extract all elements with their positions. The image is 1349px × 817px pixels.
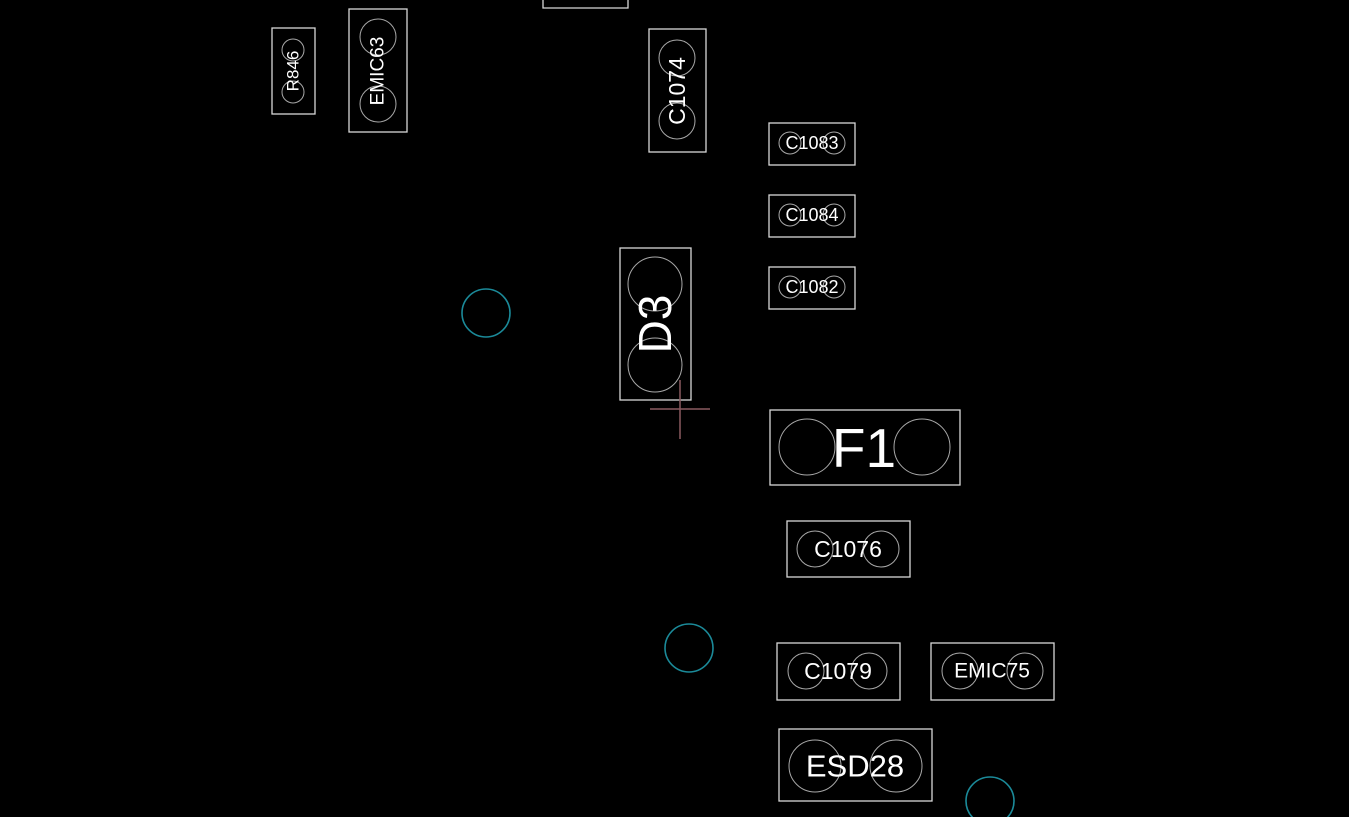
component-c1082[interactable]: C1082 (768, 266, 856, 310)
ref-r846: R846 (284, 51, 303, 92)
ref-f1: F1 (832, 417, 896, 479)
component-c1083[interactable]: C1083 (768, 122, 856, 166)
ref-c1084: C1084 (785, 205, 838, 225)
crosshair-cursor-icon (650, 380, 710, 439)
component-d3[interactable]: D3 (619, 247, 692, 401)
ref-c1074: C1074 (664, 57, 690, 125)
component-partial-top[interactable] (542, 0, 629, 9)
component-emic75[interactable]: EMIC75 (930, 642, 1055, 701)
ref-c1076: C1076 (814, 536, 882, 562)
component-c1084[interactable]: C1084 (768, 194, 856, 238)
component-emic63[interactable]: EMIC63 (348, 8, 408, 133)
ref-emic75: EMIC75 (954, 660, 1030, 683)
via-3[interactable] (965, 776, 1015, 817)
ref-esd28: ESD28 (806, 749, 904, 784)
via-2[interactable] (664, 623, 714, 673)
ref-c1083: C1083 (785, 133, 838, 153)
component-r846[interactable]: R846 (271, 27, 316, 115)
component-c1076[interactable]: C1076 (786, 520, 911, 578)
component-f1[interactable]: F1 (769, 409, 961, 486)
via-1[interactable] (461, 288, 511, 338)
component-c1074[interactable]: C1074 (648, 28, 707, 153)
component-esd28[interactable]: ESD28 (778, 728, 933, 802)
ref-c1082: C1082 (785, 277, 838, 297)
ref-c1079: C1079 (804, 658, 872, 684)
ref-emic63: EMIC63 (368, 37, 389, 106)
ref-d3: D3 (629, 295, 681, 354)
component-c1079[interactable]: C1079 (776, 642, 901, 701)
